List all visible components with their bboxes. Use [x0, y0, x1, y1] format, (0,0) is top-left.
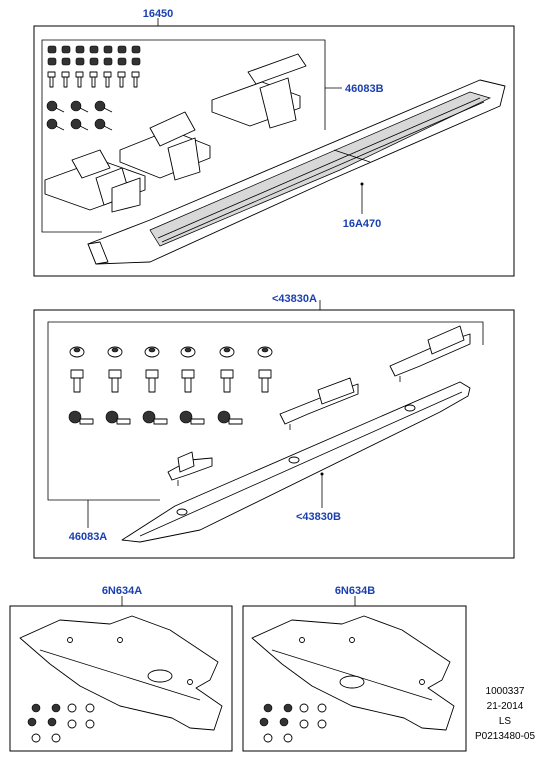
- running-board-43830B: [121, 381, 471, 543]
- callout-16450[interactable]: 16450: [143, 8, 174, 20]
- fitting-kit-box-2: [47, 321, 484, 501]
- fastener-nuts-group: [47, 45, 141, 66]
- callout-16A470[interactable]: 16A470: [343, 218, 382, 230]
- bolts-row: [70, 369, 272, 393]
- mudflap-fasteners-left: [27, 703, 95, 743]
- running-board-16A470: [87, 79, 506, 265]
- section-side-step-kit: <43830A 46083A <43830B: [33, 293, 515, 559]
- meta-line-3: LS: [499, 716, 512, 727]
- section-mudflap-right: 6N634B: [242, 585, 467, 752]
- drawing-metadata: 1000337 21-2014 LS P0213480-05: [475, 686, 535, 742]
- mounting-bracket-2: [119, 111, 211, 181]
- bracket-b: [279, 377, 359, 430]
- fitting-kit-box: [41, 39, 326, 233]
- section-mudflap-left: 6N634A: [9, 585, 233, 752]
- mounting-bracket-1: [44, 149, 146, 213]
- callout-43830A[interactable]: <43830A: [272, 293, 317, 305]
- mudflap-plate-left: [19, 615, 223, 731]
- section-frame-bottom-right: [242, 605, 467, 752]
- bracket-c: [167, 451, 213, 486]
- section-frame-middle: [33, 309, 515, 559]
- callout-46083A[interactable]: 46083A: [69, 531, 108, 543]
- callout-6N634B[interactable]: 6N634B: [335, 585, 375, 597]
- mounting-bracket-3: [211, 53, 307, 129]
- mudflap-fasteners-right: [259, 703, 327, 743]
- section-frame-bottom-left: [9, 605, 233, 752]
- bracket-a: [389, 325, 471, 382]
- flange-bolts-group: [46, 100, 113, 131]
- flange-bolts-row: [68, 410, 243, 425]
- callout-43830B[interactable]: <43830B: [296, 511, 341, 523]
- section-side-step-assembly: 16450 46083B 16A470: [33, 8, 515, 277]
- meta-line-2: 21-2014: [487, 701, 524, 712]
- mudflap-plate-right: [251, 615, 455, 731]
- nuts-row: [69, 346, 273, 358]
- fastener-bolts-group: [47, 71, 140, 88]
- callout-46083B[interactable]: 46083B: [345, 83, 384, 95]
- meta-line-1: 1000337: [486, 686, 525, 697]
- callout-6N634A[interactable]: 6N634A: [102, 585, 142, 597]
- section-frame-top: [33, 25, 515, 277]
- meta-line-4: P0213480-05: [475, 731, 535, 742]
